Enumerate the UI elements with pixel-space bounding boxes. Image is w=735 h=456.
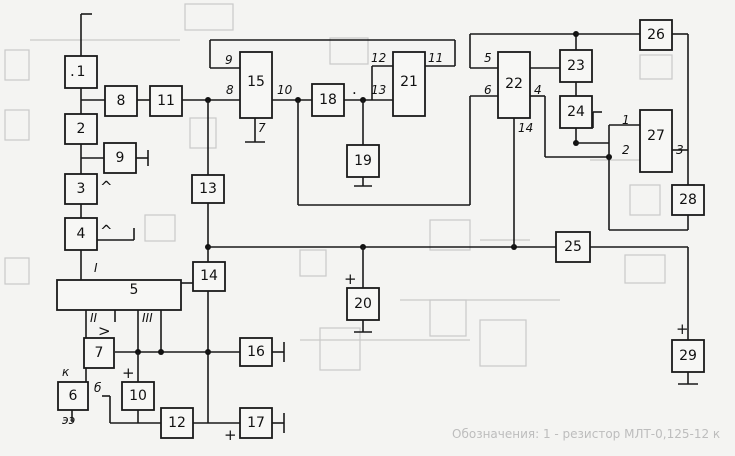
- pin-labels: 9 8 7 10 12 13 11 5 6 4 14 1 2 3 I II II…: [62, 51, 684, 427]
- block-29: 29: [671, 339, 705, 373]
- pin-6-k: к: [62, 365, 70, 379]
- pin-15-8: 8: [226, 83, 234, 97]
- pin-15-9: 9: [225, 53, 233, 67]
- block-24: 24: [559, 95, 593, 129]
- dot-18: .: [352, 80, 357, 98]
- svg-text:29: 29: [679, 348, 697, 364]
- block-13: 13: [191, 174, 225, 204]
- symbols: + + + + ^ ^ > . .: [70, 62, 689, 444]
- pin-5-iii: III: [142, 311, 153, 325]
- block-23: 23: [559, 49, 593, 83]
- dot-1: .: [70, 62, 75, 80]
- block-11: 11: [149, 85, 183, 117]
- svg-text:5: 5: [130, 282, 139, 298]
- svg-text:7: 7: [95, 345, 104, 361]
- svg-text:26: 26: [647, 27, 665, 43]
- pin-6-ee: ээ: [62, 413, 75, 427]
- svg-text:18: 18: [319, 92, 337, 108]
- block-19: 19: [346, 144, 380, 178]
- svg-text:27: 27: [647, 128, 665, 144]
- svg-text:14: 14: [200, 268, 218, 284]
- pin-15-10: 10: [277, 83, 293, 97]
- pin-27-3: 3: [676, 143, 684, 157]
- block-26: 26: [639, 19, 673, 51]
- arrow-7: >: [98, 322, 111, 340]
- svg-text:22: 22: [505, 76, 523, 92]
- pin-22-4: 4: [534, 83, 542, 97]
- pin-5-i: I: [94, 261, 98, 275]
- plus-29: +: [676, 320, 689, 338]
- svg-text:12: 12: [168, 415, 186, 431]
- svg-text:10: 10: [129, 388, 147, 404]
- pin-22-6: 6: [484, 83, 492, 97]
- svg-text:23: 23: [567, 58, 585, 74]
- background-ghost-layer: Обозначения: 1 - резистор МЛТ-0,125-12 к: [4, 3, 720, 441]
- svg-text:20: 20: [354, 296, 372, 312]
- block-21: 21: [392, 51, 426, 117]
- block-27: 27: [639, 109, 673, 173]
- block-4: 4: [64, 217, 98, 251]
- svg-text:8: 8: [117, 93, 126, 109]
- svg-text:6: 6: [69, 388, 78, 404]
- pin-22-5: 5: [484, 51, 492, 65]
- block-10: 10: [121, 381, 155, 411]
- block-28: 28: [671, 184, 705, 216]
- svg-text:2: 2: [77, 121, 86, 137]
- block-17: 17: [239, 407, 273, 439]
- plus-10: +: [122, 364, 135, 382]
- block-25: 25: [555, 231, 591, 263]
- svg-text:17: 17: [247, 415, 265, 431]
- svg-text:15: 15: [247, 74, 265, 90]
- svg-text:21: 21: [400, 74, 418, 90]
- block-18: 18: [311, 83, 345, 117]
- svg-text:11: 11: [157, 93, 175, 109]
- block-12: 12: [160, 407, 194, 439]
- pin-22-14: 14: [518, 121, 533, 135]
- plus-20: +: [344, 270, 357, 288]
- svg-text:28: 28: [679, 192, 697, 208]
- block-16: 16: [239, 337, 273, 367]
- svg-text:16: 16: [247, 344, 265, 360]
- block-15: 15: [239, 51, 273, 119]
- svg-text:1: 1: [77, 64, 86, 80]
- block-22: 22: [497, 51, 531, 119]
- plus-17: +: [224, 426, 237, 444]
- pin-27-2: 2: [622, 143, 630, 157]
- pin-21-11: 11: [428, 51, 443, 65]
- svg-text:13: 13: [199, 181, 217, 197]
- svg-text:3: 3: [77, 181, 86, 197]
- svg-text:9: 9: [116, 150, 125, 166]
- caret-3: ^: [100, 178, 113, 196]
- block-14: 14: [192, 261, 226, 292]
- block-20: 20: [346, 287, 380, 321]
- block-3: 3: [64, 173, 98, 205]
- caret-4: ^: [100, 222, 113, 240]
- pin-21-13: 13: [371, 83, 386, 97]
- block-2: 2: [64, 113, 98, 145]
- background-caption: Обозначения: 1 - резистор МЛТ-0,125-12 к: [452, 427, 720, 441]
- svg-text:25: 25: [564, 239, 582, 255]
- wiring: [71, 13, 698, 433]
- svg-text:24: 24: [567, 104, 585, 120]
- pin-21-12: 12: [371, 51, 386, 65]
- pin-15-7: 7: [258, 121, 266, 135]
- block-5: 5: [56, 279, 182, 311]
- block-6: 6: [57, 381, 89, 411]
- pin-6-b: б: [94, 381, 102, 395]
- block-9: 9: [103, 142, 137, 174]
- block-8: 8: [104, 85, 138, 117]
- block-7: 7: [83, 337, 115, 369]
- pin-5-ii: II: [90, 311, 98, 325]
- svg-text:4: 4: [77, 226, 86, 242]
- pin-27-1: 1: [622, 113, 630, 127]
- svg-text:19: 19: [354, 153, 372, 169]
- block-1: 1: [64, 55, 98, 89]
